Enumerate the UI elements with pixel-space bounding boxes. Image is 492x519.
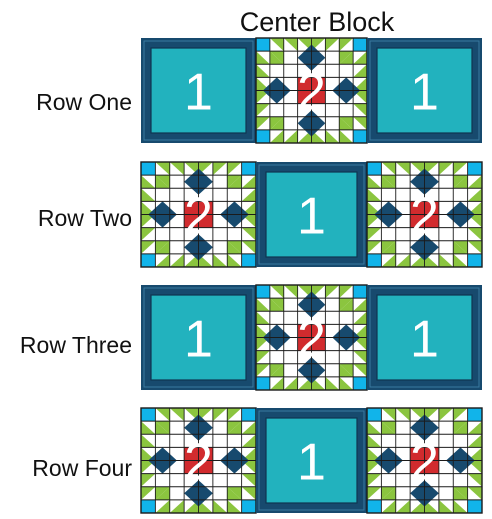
corner-square — [141, 500, 155, 513]
block-number-label: 1 — [410, 311, 439, 369]
corner-square — [353, 285, 367, 298]
block-number-label: 1 — [297, 434, 326, 492]
block-number-label: 1 — [297, 188, 326, 246]
corner-square — [367, 500, 381, 513]
corner-square — [256, 285, 270, 298]
corner-square — [353, 130, 367, 143]
quilt-row-3: 1 2 1 — [141, 285, 482, 390]
block-number-label: 2 — [184, 434, 213, 492]
corner-square — [367, 408, 381, 421]
quilt-block-plain: 1 — [256, 408, 367, 513]
corner-square — [367, 254, 381, 267]
quilt-block-star: 2 — [367, 162, 482, 267]
corner-square — [353, 377, 367, 390]
quilt-block-plain: 1 — [141, 38, 256, 143]
block-number-label: 1 — [410, 64, 439, 122]
quilt-block-plain: 1 — [367, 285, 482, 390]
corner-square — [141, 408, 155, 421]
quilt-block-plain: 1 — [256, 162, 367, 267]
quilt-row-4: 2 1 2 — [141, 408, 482, 513]
corner-square — [256, 377, 270, 390]
quilt-block-plain: 1 — [141, 285, 256, 390]
quilt-row-1: 1 2 1 — [141, 38, 482, 143]
corner-square — [468, 162, 482, 175]
quilt-block-plain: 1 — [367, 38, 482, 143]
corner-square — [468, 254, 482, 267]
block-number-label: 1 — [184, 311, 213, 369]
quilt-block-star: 2 — [256, 285, 367, 390]
corner-square — [242, 408, 256, 421]
quilt-block-star: 2 — [141, 162, 256, 267]
block-number-label: 2 — [297, 311, 326, 369]
corner-square — [367, 162, 381, 175]
corner-square — [141, 162, 155, 175]
quilt-block-star: 2 — [256, 38, 367, 143]
corner-square — [468, 408, 482, 421]
block-number-label: 2 — [297, 64, 326, 122]
corner-square — [242, 162, 256, 175]
corner-square — [256, 130, 270, 143]
block-number-label: 2 — [410, 188, 439, 246]
quilt-row-2: 2 1 2 — [141, 162, 482, 267]
quilt-block-star: 2 — [367, 408, 482, 513]
corner-square — [353, 38, 367, 51]
corner-square — [242, 500, 256, 513]
quilt-block-star: 2 — [141, 408, 256, 513]
corner-square — [242, 254, 256, 267]
block-number-label: 2 — [184, 188, 213, 246]
corner-square — [256, 38, 270, 51]
corner-square — [141, 254, 155, 267]
block-number-label: 1 — [184, 64, 213, 122]
block-number-label: 2 — [410, 434, 439, 492]
corner-square — [468, 500, 482, 513]
